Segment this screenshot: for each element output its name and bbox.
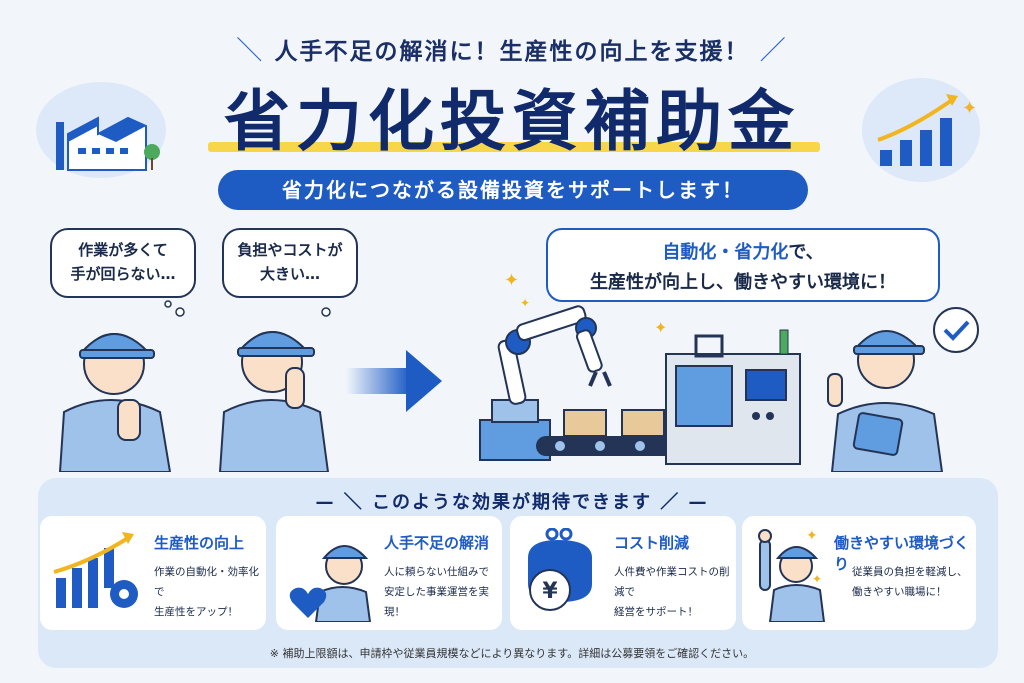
solution-line1-rest: で、 [788,242,824,263]
card-3-title: コスト削減 [614,534,690,552]
card-2-desc: 人に頼らない仕組みで 安定した事業運営を実現！ [384,562,502,622]
machinery-illustration [479,305,801,465]
headline: ＼ 人手不足の解消に！生産性の向上を支援！ ／ [0,30,1024,67]
card-1-desc-line1: 作業の自動化・効率化で [154,566,259,598]
effects-heading: — ＼ このような効果が期待できます ／ — [0,488,1024,514]
worry-2-line1: 負担やコストが [237,241,343,259]
card-4-desc-line2: 働きやすい職場に！ [852,586,947,598]
page-title: 省力化投資補助金 [224,83,800,160]
headline-text: 人手不足の解消に！生産性の向上を支援！ [274,39,750,65]
sparkle-icon: ✦ [962,98,978,119]
heading-dash-right: ／ — [652,492,709,513]
factory-illustration [36,82,166,178]
title-underline [208,142,820,152]
solution-highlight: 自動化・省力化 [662,242,789,263]
worry-bubble-2: 負担やコストが 大きい… [222,228,358,298]
worry-2-line2: 大きい… [259,265,320,283]
card-4-desc-line1: 従業員の負担を軽減し、 [852,566,968,578]
cheering-worker-icon [758,529,826,622]
happy-worker-illustration [827,330,944,472]
arrow-right-icon [346,350,442,412]
card-3-desc: 人件費や作業コストの削減で 経営をサポート！ [614,562,736,622]
slash-right-decoration: ／ [749,36,788,66]
worry-1-line1: 作業が多くて [78,241,168,259]
card-1-desc: 作業の自動化・効率化で 生産性をアップ！ [154,562,266,622]
card-2-title: 人手不足の解消 [384,534,490,552]
card-3-desc-line2: 経営をサポート！ [614,606,698,618]
factory-icon [56,116,160,171]
sparkle-icon: ✦ [520,296,531,310]
effects-heading-text: このような効果が期待できます [372,492,652,513]
effect-card-cost-reduction: ¥ コスト削減 人件費や作業コストの削減で 経営をサポート！ [510,516,736,630]
solution-bubble: 自動化・省力化で、 生産性が向上し、働きやすい環境に！ [546,228,940,302]
worried-workers-illustration [58,300,331,472]
card-4-desc: 従業員の負担を軽減し、 働きやすい職場に！ [852,562,968,602]
footnote: ※ 補助上限額は、申請枠や従業員規模などにより異なります。詳細は公募要領をご確認… [269,647,755,660]
worry-1-line2: 手が回らない… [70,265,176,283]
sparkle-icon: ✦ [812,572,823,586]
svg-text:¥: ¥ [542,579,558,604]
heading-dash-left: — ＼ [315,492,372,513]
card-3-desc-line1: 人件費や作業コストの削減で [614,566,730,598]
slash-left-decoration: ＼ [236,36,275,66]
heart-icon [289,545,372,622]
sparkle-icon: ✦ [806,528,818,544]
sparkle-icon: ✦ [504,270,520,291]
card-2-desc-line1: 人に頼らない仕組みで [384,566,489,578]
gear-icon [53,532,138,608]
growth-chart-icon [877,94,958,166]
effect-card-work-environment: ✦ ✦ 働きやすい環境づくり 従業員の負担を軽減し、 働きやすい職場に！ [742,516,976,630]
card-1-desc-line2: 生産性をアップ！ [154,606,238,618]
worry-bubble-1: 作業が多くて 手が回らない… [50,228,196,298]
growth-illustration [862,78,980,182]
effect-card-productivity: 生産性の向上 作業の自動化・効率化で 生産性をアップ！ [40,516,266,630]
card-4-title: 働きやすい環境づくり [834,534,970,573]
sparkle-icon: ✦ [654,318,668,337]
check-icon [933,307,979,353]
subtitle-banner: 省力化につながる設備投資をサポートします！ [218,170,808,210]
effect-card-labor-shortage: 人手不足の解消 人に頼らない仕組みで 安定した事業運営を実現！ [276,516,502,630]
solution-line2: 生産性が向上し、働きやすい環境に！ [590,272,896,293]
card-2-desc-line2: 安定した事業運営を実現！ [384,586,489,618]
wallet-icon: ¥ [528,528,592,611]
card-1-title: 生産性の向上 [154,534,245,552]
